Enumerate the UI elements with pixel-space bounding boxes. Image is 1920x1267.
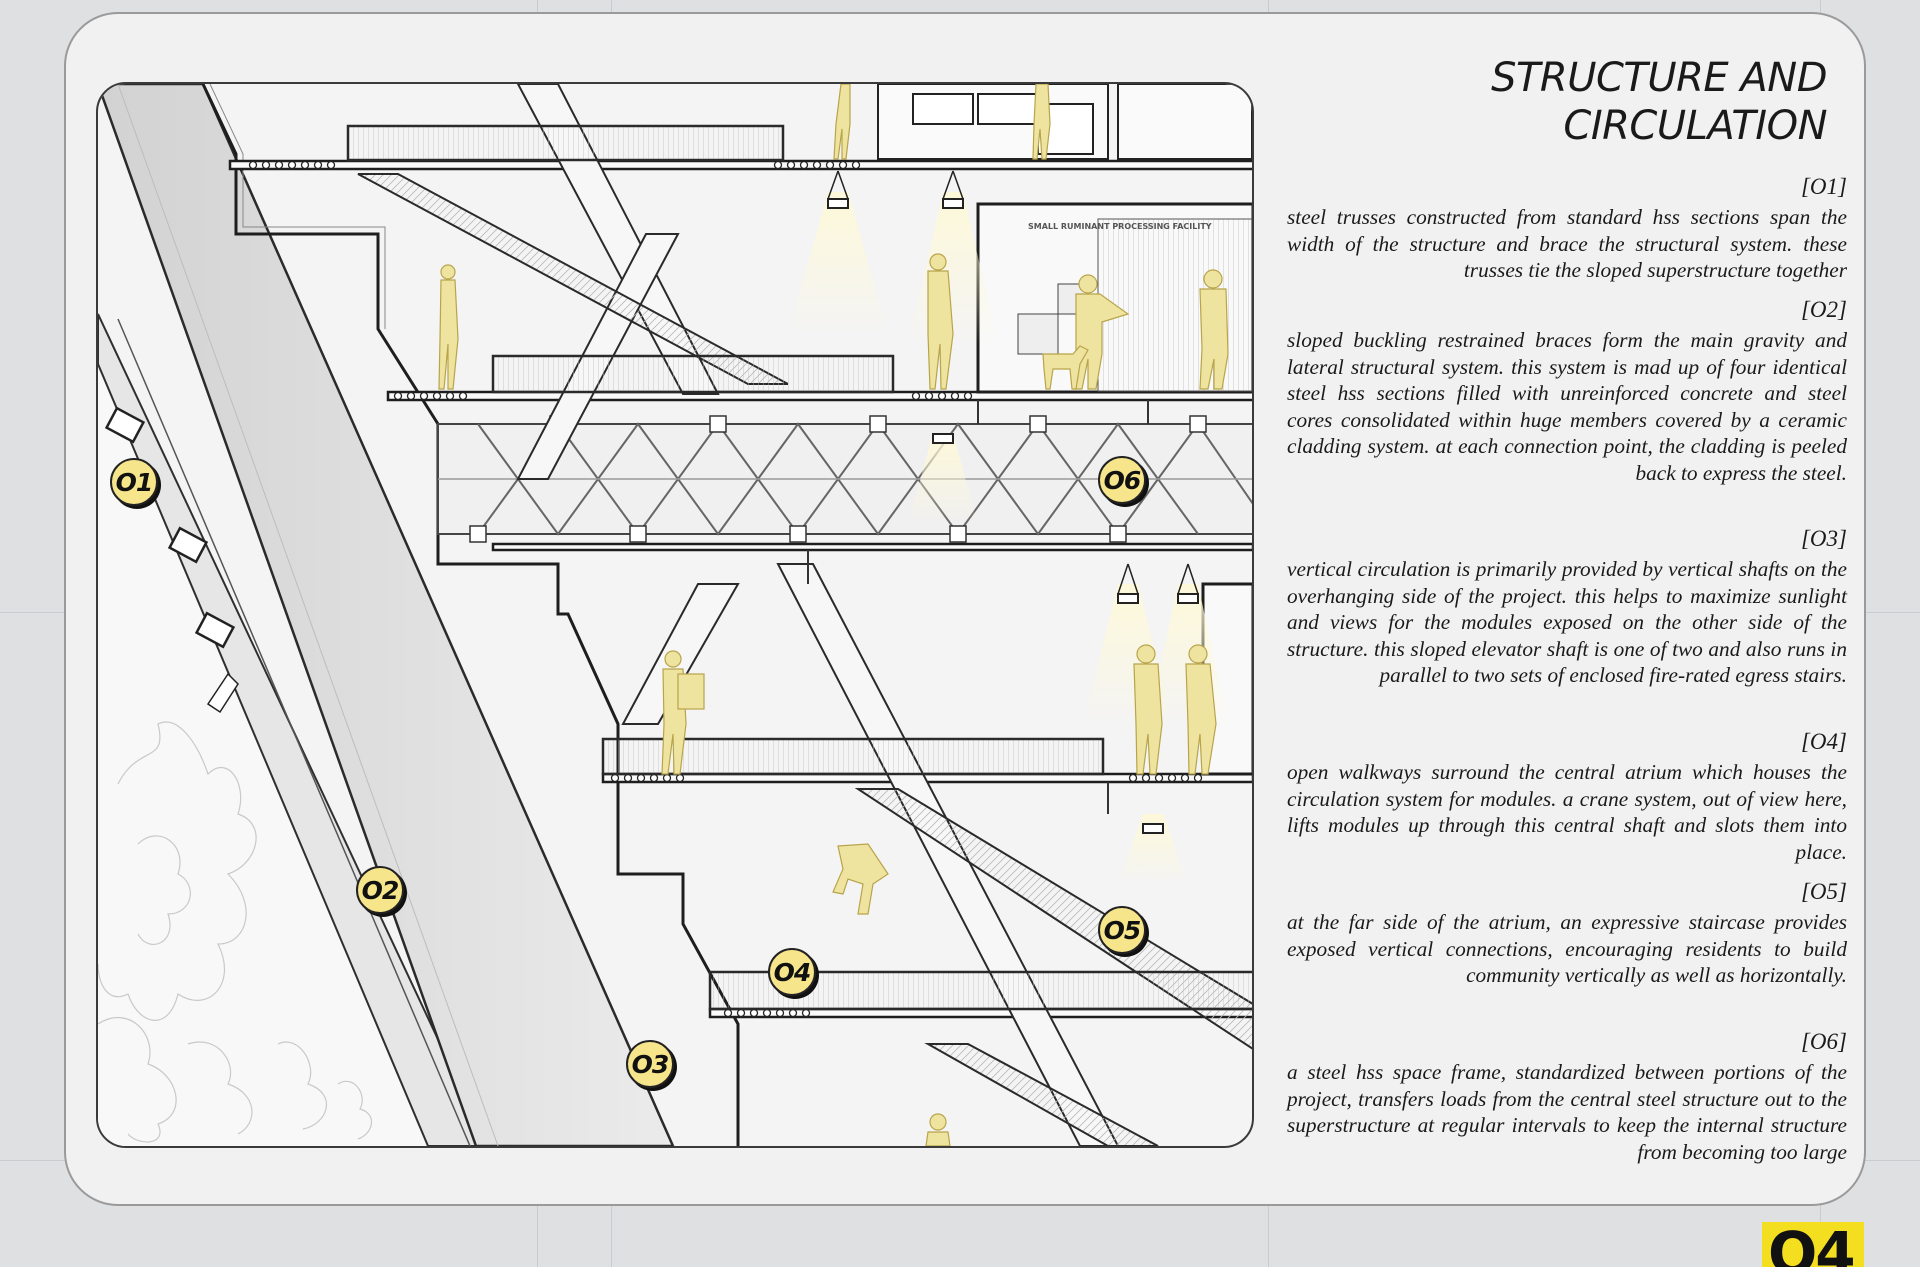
marker-o1: O1 bbox=[110, 458, 158, 506]
note-number: [O6] bbox=[1800, 1029, 1847, 1054]
title-line-2: CIRCULATION bbox=[1563, 103, 1827, 149]
marker-o6: O6 bbox=[1098, 456, 1146, 504]
marker-o3: O3 bbox=[626, 1040, 674, 1088]
note-o4: [O4] open walkways surround the central … bbox=[1287, 729, 1847, 865]
note-text: steel trusses constructed from standard … bbox=[1287, 205, 1847, 282]
note-number: [O3] bbox=[1800, 526, 1847, 551]
facility-sign: SMALL RUMINANT PROCESSING FACILITY bbox=[1028, 222, 1212, 231]
marker-o4: O4 bbox=[768, 948, 816, 996]
note-o2: [O2] sloped buckling restrained braces f… bbox=[1287, 297, 1847, 486]
residential-modules bbox=[877, 84, 1252, 160]
note-o1: [O1] steel trusses constructed from stan… bbox=[1287, 174, 1847, 284]
note-text: sloped buckling restrained braces form t… bbox=[1287, 328, 1847, 485]
note-text: vertical circulation is primarily provid… bbox=[1287, 557, 1847, 687]
note-o3: [O3] vertical circulation is primarily p… bbox=[1287, 526, 1847, 689]
note-text: a steel hss space frame, standardized be… bbox=[1287, 1060, 1847, 1164]
section-linework: SMALL RUMINANT PROCESSING FACILITY bbox=[98, 84, 1252, 1146]
sheet-number: O4 bbox=[1768, 1222, 1856, 1267]
deck-beads bbox=[248, 160, 1203, 1018]
railings bbox=[346, 124, 1252, 1011]
note-number: [O5] bbox=[1800, 879, 1847, 904]
note-number: [O2] bbox=[1800, 297, 1847, 322]
note-o5: [O5] at the far side of the atrium, an e… bbox=[1287, 879, 1847, 989]
note-o6: [O6] a steel hss space frame, standardiz… bbox=[1287, 1029, 1847, 1165]
sheet-number-tab: O4 bbox=[1762, 1222, 1864, 1267]
stair-flights bbox=[357, 173, 1252, 1146]
note-text: open walkways surround the central atriu… bbox=[1287, 760, 1847, 864]
marker-o2: O2 bbox=[356, 866, 404, 914]
light-fixtures bbox=[827, 198, 1199, 834]
notes-panel: STRUCTURE AND CIRCULATION [O1] steel tru… bbox=[1285, 50, 1847, 1180]
marker-o5: O5 bbox=[1098, 906, 1146, 954]
people-figures bbox=[438, 84, 1229, 1146]
title-line-1: STRUCTURE AND bbox=[1491, 55, 1827, 101]
section-drawing: SMALL RUMINANT PROCESSING FACILITY bbox=[96, 82, 1254, 1148]
note-text: at the far side of the atrium, an expres… bbox=[1287, 910, 1847, 987]
note-number: [O4] bbox=[1800, 729, 1847, 754]
note-number: [O1] bbox=[1800, 174, 1847, 199]
foliage-linework bbox=[98, 721, 372, 1143]
sheet-title: STRUCTURE AND CIRCULATION bbox=[1307, 54, 1827, 150]
